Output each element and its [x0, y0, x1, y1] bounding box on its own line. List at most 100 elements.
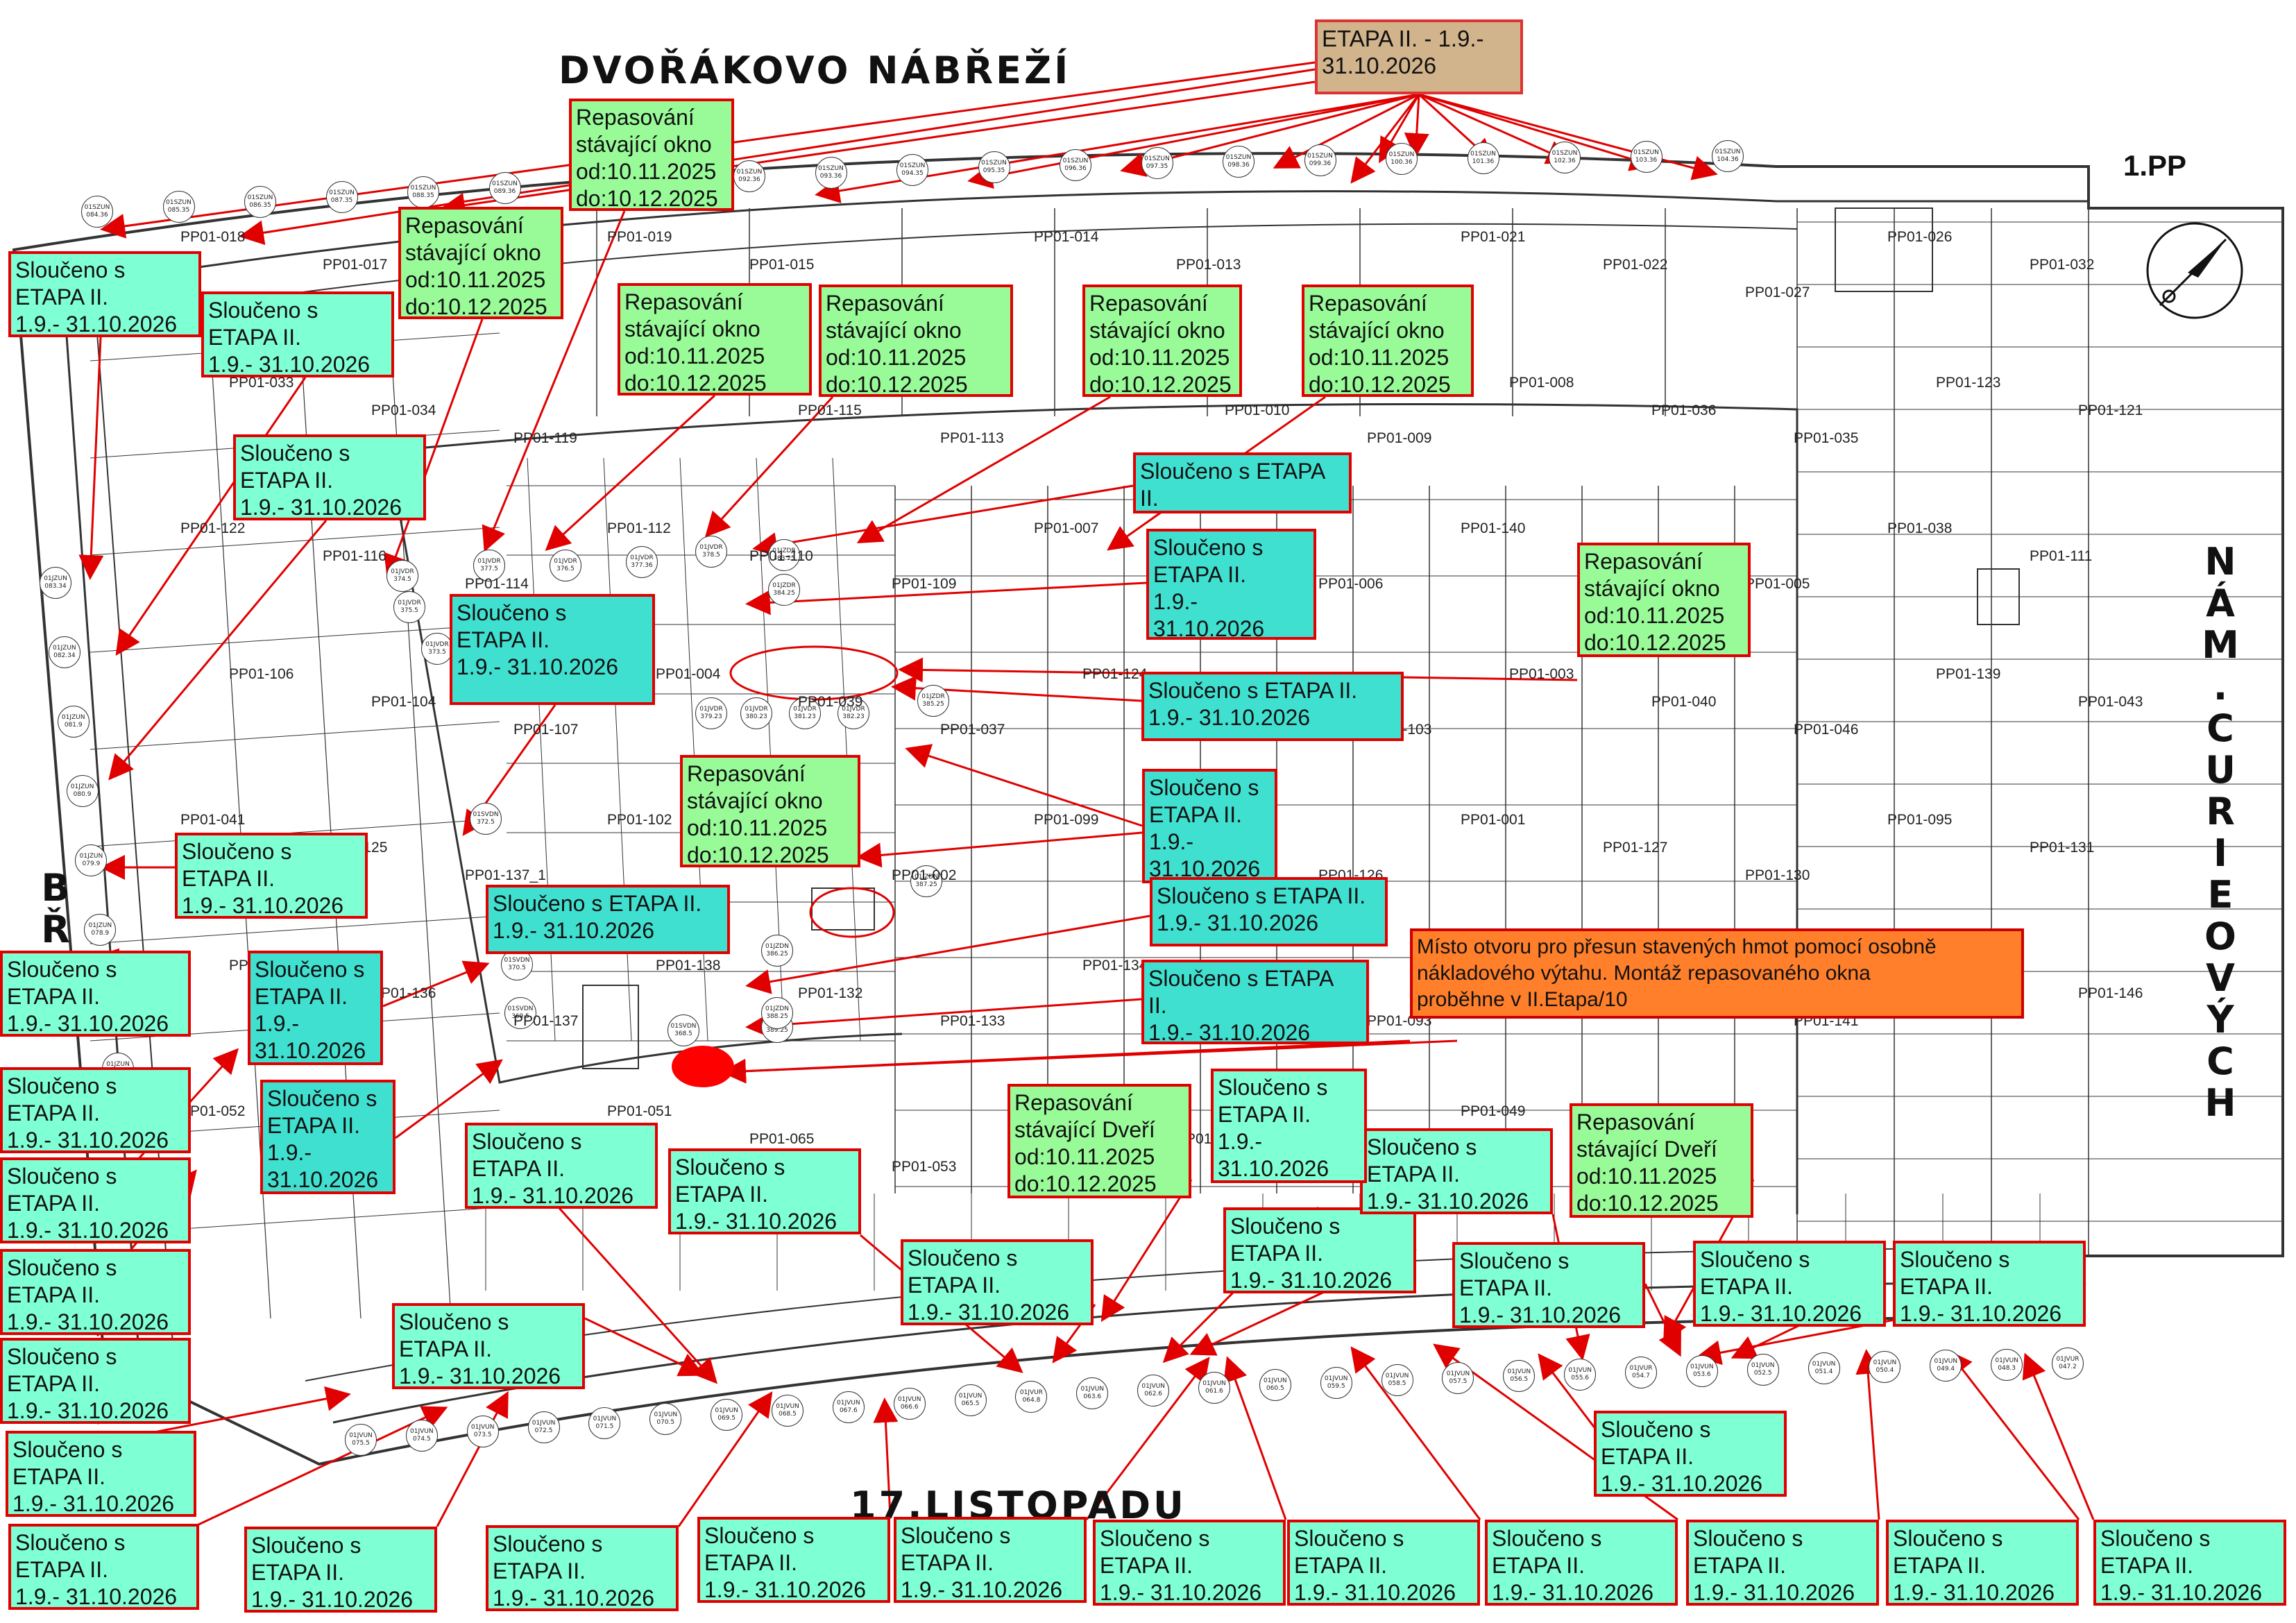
arrow-line: [1418, 93, 1656, 171]
merge-label-26: Sloučeno s ETAPA II. 1.9.- 31.10.2026: [668, 1148, 861, 1234]
merge-label-9: Sloučeno s ETAPA II. 1.9.- 31.10.2026: [0, 1249, 191, 1335]
window-symbol: 01SZUN 087.35: [325, 180, 358, 213]
arrow-line: [1538, 1353, 1597, 1430]
arrow-line: [1273, 93, 1420, 169]
arrow-line: [1223, 1356, 1287, 1520]
room-label: PP01-114: [465, 576, 529, 592]
window-symbol: 01JVUN 065.5: [954, 1384, 987, 1416]
repair-window-label-6: Repasování stávající okno od:10.11.2025 …: [1577, 543, 1751, 657]
room-label: PP01-014: [1034, 229, 1099, 245]
room-label: PP01-046: [1794, 722, 1859, 738]
room-label: PP01-132: [798, 985, 863, 1001]
arrow-line: [1404, 94, 1429, 158]
window-symbol: 01SZUN 097.35: [1141, 147, 1173, 180]
window-symbol: 01SZUN 095.35: [978, 151, 1010, 184]
window-symbol: 01JZUN 083.34: [40, 567, 71, 599]
room-label: PP01-131: [2030, 840, 2095, 856]
window-symbol: 01SZUN 086.35: [244, 185, 276, 218]
room-label: PP01-026: [1887, 229, 1953, 245]
arrow-line: [1350, 1346, 1481, 1520]
room-label: PP01-002: [892, 867, 957, 883]
merge-label-37: Sloučeno s ETAPA II. 1.9.- 31.10.2026: [1211, 1069, 1367, 1183]
arrow-line: [1100, 1179, 1193, 1323]
merge-label-4: Sloučeno s ETAPA II. 1.9.- 31.10.2026: [450, 594, 655, 705]
room-label: PP01-034: [371, 402, 436, 418]
repair-door-label-1: Repasování stávající Dveří od:10.11.2025…: [1007, 1084, 1191, 1198]
merge-label-11: Sloučeno s ETAPA II. 1.9.- 31.10.2026: [6, 1431, 196, 1517]
room-label: PP01-032: [2030, 257, 2095, 273]
merge-label-33: Sloučeno s ETAPA II. 1.9.- 31.10.2026: [248, 951, 383, 1065]
arrow-line: [545, 394, 716, 552]
room-label: PP01-116: [323, 548, 386, 564]
room-label: PP01-053: [892, 1159, 957, 1175]
arrow-line: [1644, 1283, 1681, 1357]
arrow-line: [1085, 1357, 1210, 1520]
room-label: PP01-123: [1936, 375, 2001, 391]
window-symbol: 01SZUN 104.36: [1712, 140, 1744, 172]
room-label: PP01-051: [607, 1103, 672, 1119]
window-symbol: 01JVUN 072.5: [527, 1411, 560, 1443]
repair-window-label-2: Repasování stávající okno od:10.11.2025 …: [618, 283, 812, 396]
repair-window-label-top: Repasování stávající okno od:10.11.2025 …: [569, 99, 734, 211]
window-symbol: 01JVUN 071.5: [588, 1407, 621, 1439]
room-label: PP01-013: [1176, 257, 1241, 273]
window-symbol: 01JVUN 051.4: [1808, 1352, 1840, 1385]
room-label: PP01-040: [1651, 694, 1717, 710]
room-label: PP01-110: [749, 548, 813, 564]
room-label: PP01-015: [749, 257, 815, 273]
merge-label-20: Sloučeno s ETAPA II. 1.9.- 31.10.2026: [1686, 1520, 1879, 1606]
merge-label-14: Sloučeno s ETAPA II. 1.9.- 31.10.2026: [486, 1525, 679, 1611]
street-label-east: N Á M . C U R I E O V Ý C H: [2202, 540, 2239, 1125]
room-label: PP01-027: [1745, 284, 1810, 300]
window-symbol: 01JZUN 079.9: [75, 844, 108, 876]
arrow-line: [2022, 1352, 2095, 1520]
room-label: PP01-007: [1034, 520, 1099, 536]
room-label: PP01-022: [1603, 257, 1668, 273]
window-symbol: 01JZUN 078.9: [84, 914, 117, 946]
window-symbol: 01SVDN 372.5: [470, 803, 502, 835]
window-symbol: 01JVUN 067.6: [832, 1391, 865, 1423]
room-label: PP01-136: [371, 985, 436, 1001]
merge-label-38: Sloučeno s ETAPA II. 1.9.- 31.10.2026: [1133, 452, 1352, 513]
room-label: PP01-038: [1887, 520, 1953, 536]
window-symbol: 01JVUN 060.5: [1259, 1369, 1291, 1402]
opening-location-marker: [672, 1046, 734, 1087]
repair-window-label-1: Repasování stávající okno od:10.11.2025 …: [398, 207, 563, 319]
arrow-line: [856, 396, 1111, 544]
room-label: PP01-009: [1367, 430, 1432, 446]
floor-label: 1.PP: [2123, 149, 2187, 182]
window-symbol: 01JVDR 374.5: [386, 560, 418, 592]
arrow-line: [677, 1391, 773, 1527]
window-symbol: 01JVDR 375.5: [393, 591, 425, 623]
window-symbol: 01JVDR 382.23: [837, 697, 869, 729]
merge-label-35: Sloučeno s ETAPA II. 1.9.- 31.10.2026: [1146, 529, 1316, 640]
room-label: PP01-041: [180, 812, 246, 828]
merge-label-17: Sloučeno s ETAPA II. 1.9.- 31.10.2026: [1093, 1520, 1286, 1606]
merge-label-30: Sloučeno s ETAPA II. 1.9.- 31.10.2026: [1452, 1242, 1645, 1328]
window-symbol: 01JVUN 049.4: [1930, 1350, 1962, 1382]
merge-label-25: Sloučeno s ETAPA II. 1.9.- 31.10.2026: [465, 1123, 658, 1209]
window-symbol: 01JVUN 075.5: [345, 1424, 377, 1456]
repair-window-label-7: Repasování stávající okno od:10.11.2025 …: [680, 755, 860, 867]
merge-label-36: Sloučeno s ETAPA II. 1.9.- 31.10.2026: [1142, 769, 1277, 883]
merge-label-40: Sloučeno s ETAPA II. 1.9.- 31.10.2026: [486, 885, 730, 954]
window-symbol: 01SZUN 092.36: [733, 160, 765, 192]
window-symbol: 01SZUN 098.36: [1223, 145, 1255, 178]
stage-main-label: ETAPA II. - 1.9.- 31.10.2026: [1315, 19, 1523, 94]
merge-label-34: Sloučeno s ETAPA II. 1.9.- 31.10.2026: [260, 1080, 396, 1194]
window-symbol: 01JVUN 057.5: [1442, 1362, 1474, 1395]
room-label: PP01-033: [229, 375, 294, 391]
arrow-line: [194, 1406, 448, 1528]
window-symbol: 01SVDN 369.5: [504, 997, 536, 1029]
arrow-line: [873, 1397, 899, 1518]
merge-label-32: Sloučeno s ETAPA II. 1.9.- 31.10.2026: [1893, 1241, 2086, 1327]
arrow-line: [1120, 93, 1420, 177]
window-symbol: 01JZUN 082.34: [48, 636, 80, 668]
room-label: PP01-018: [180, 229, 246, 245]
merge-label-18: Sloučeno s ETAPA II. 1.9.- 31.10.2026: [1287, 1520, 1480, 1606]
room-label: PP01-107: [513, 722, 579, 738]
merge-label-13: Sloučeno s ETAPA II. 1.9.- 31.10.2026: [244, 1527, 437, 1613]
room-label: PP01-039: [798, 694, 863, 710]
room-label: PP01-106: [229, 666, 294, 682]
